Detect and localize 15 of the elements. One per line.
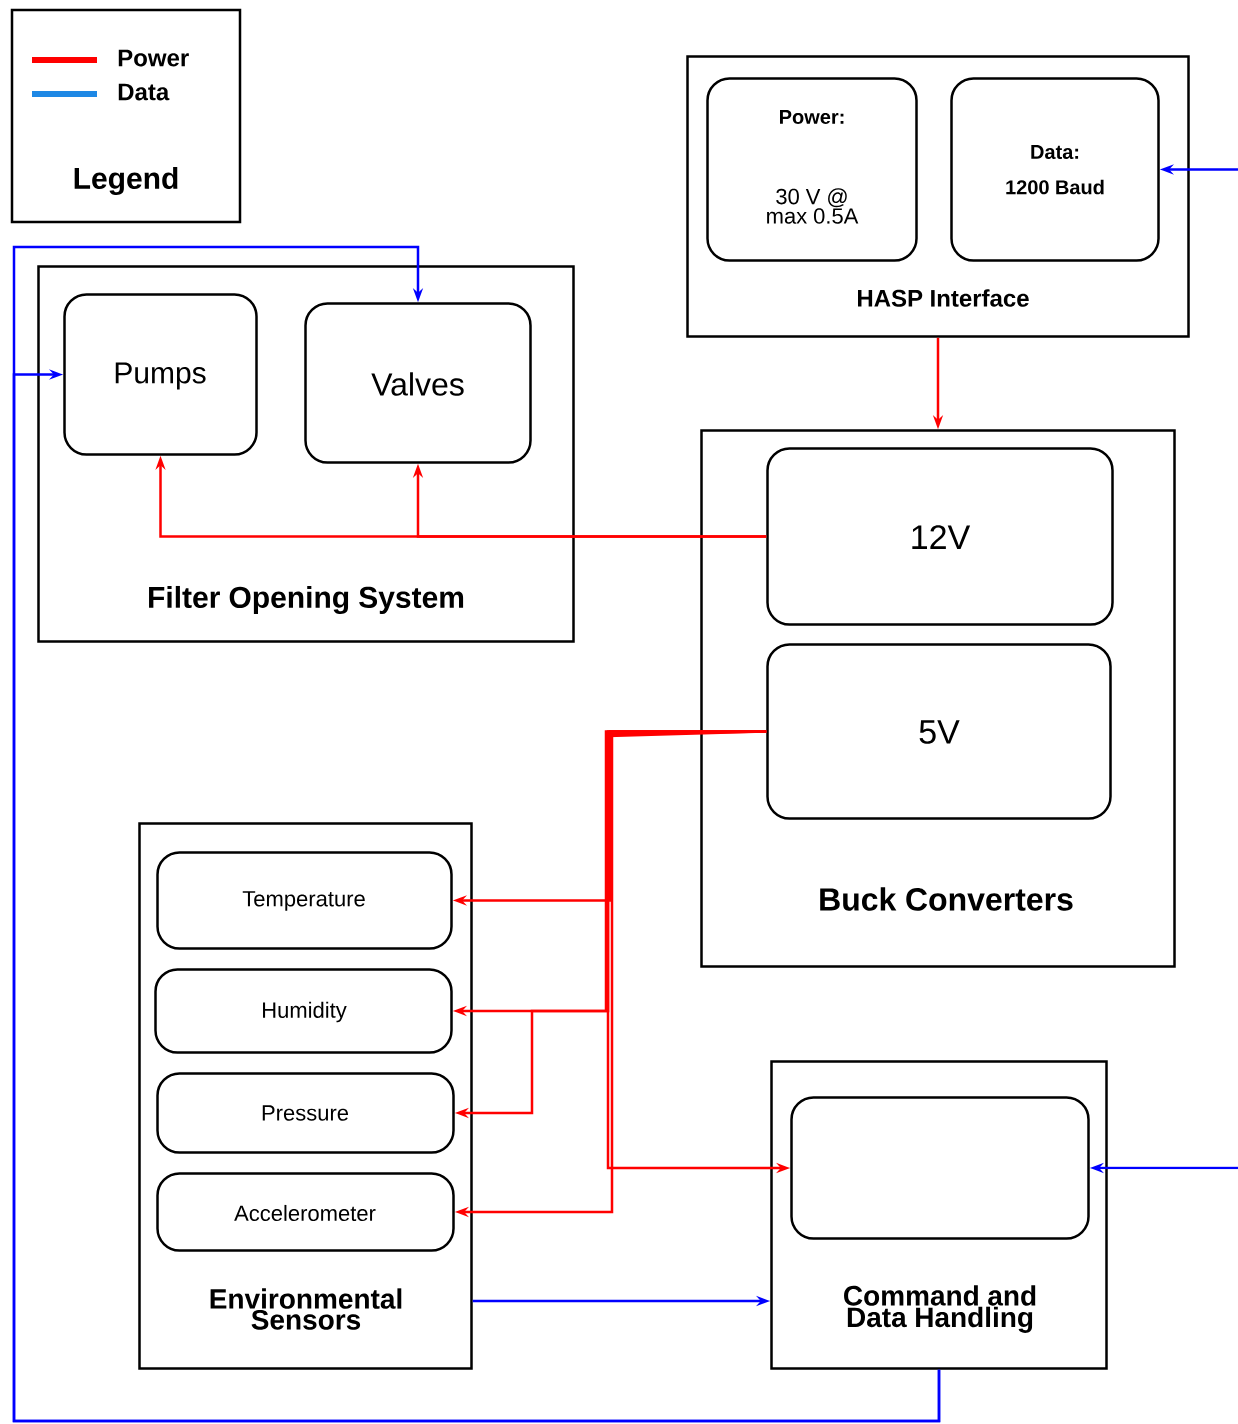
rounded-box: Temperature bbox=[156, 851, 453, 950]
rounded-box: 12V bbox=[766, 447, 1114, 626]
rounded-box: Pressure bbox=[156, 1072, 455, 1154]
rounded-box: Humidity bbox=[154, 968, 453, 1054]
rounded-box: Power: 30 V @ max 0.5A bbox=[706, 77, 918, 262]
rounded-box: Data: 1200 Baud bbox=[950, 77, 1160, 262]
legend-text: Data bbox=[118, 83, 170, 101]
rounded-box: 5V bbox=[766, 643, 1112, 820]
rounded-box: Accelerometer bbox=[156, 1172, 455, 1252]
legend-title: Legend bbox=[74, 166, 178, 196]
rounded-box: Valves bbox=[304, 302, 532, 464]
container-box: Command and Data Handling bbox=[770, 1060, 1108, 1370]
rounded-box: Pumps bbox=[63, 293, 258, 456]
legend-text: Power bbox=[118, 49, 189, 67]
rounded-box bbox=[790, 1096, 1090, 1240]
